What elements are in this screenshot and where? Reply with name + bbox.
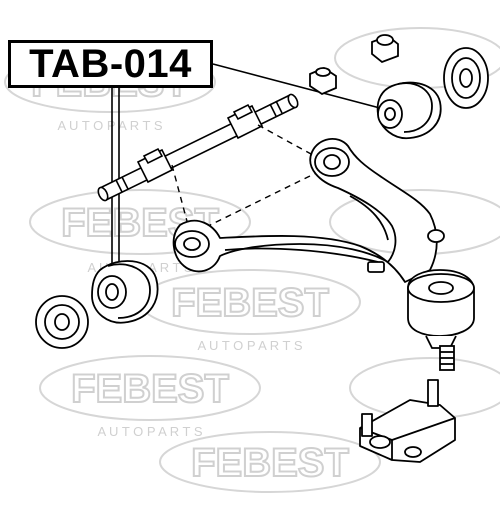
watermark-tagline-text: A U T O P A R T S xyxy=(57,118,162,133)
upper-control-arm xyxy=(172,138,445,283)
mounting-bracket xyxy=(359,379,456,463)
rear-nut xyxy=(371,34,399,64)
front-bushing xyxy=(91,260,159,324)
rear-bushing-set xyxy=(309,34,489,140)
ball-joint xyxy=(407,269,475,371)
watermark-tagline-text: A U T O P A R T S xyxy=(97,424,202,439)
watermark-center: FEBEST A U T O P A R T S xyxy=(139,269,361,353)
leader-lines xyxy=(111,63,396,265)
watermark-brand-text: FEBEST xyxy=(71,367,229,411)
watermark-tagline-text: A U T O P A R T S xyxy=(197,338,302,353)
rear-washer xyxy=(443,47,489,109)
front-washer xyxy=(35,295,89,349)
part-number-label: TAB-014 xyxy=(8,40,213,88)
pivot-shaft xyxy=(97,93,299,202)
watermark-brand-text: FEBEST xyxy=(171,281,329,325)
watermark-brand-text: FEBEST xyxy=(191,441,349,485)
rear-shaft-nut xyxy=(309,66,337,96)
watermark-bottom: FEBEST xyxy=(159,431,381,493)
front-bushing-set xyxy=(35,260,159,349)
watermark-lower-left: FEBEST A U T O P A R T S xyxy=(39,355,261,439)
rear-bushing xyxy=(376,81,442,140)
